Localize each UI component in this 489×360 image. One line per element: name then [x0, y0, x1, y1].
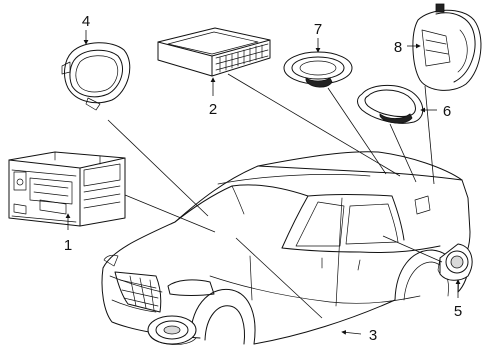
- callout-6: 6: [443, 103, 451, 120]
- leader-lines: [107, 73, 443, 319]
- callout-5: 5: [454, 303, 462, 320]
- car-body: [101, 151, 471, 345]
- callout-8: 8: [394, 39, 402, 56]
- radio-head-unit: [8, 151, 126, 227]
- speaker-7: [283, 51, 353, 88]
- callout-4: 4: [82, 13, 90, 30]
- callout-arrows: [65, 30, 461, 335]
- amplifier-module: [157, 27, 271, 77]
- subwoofer-8: [412, 3, 482, 91]
- callout-2: 2: [209, 101, 217, 118]
- speaker-5: [437, 243, 473, 281]
- callout-1: 1: [64, 237, 72, 254]
- speaker-3: [147, 315, 197, 345]
- callout-3: 3: [369, 327, 377, 344]
- callout-7: 7: [314, 21, 322, 38]
- speaker-4: [61, 42, 131, 111]
- speaker-6: [357, 85, 424, 124]
